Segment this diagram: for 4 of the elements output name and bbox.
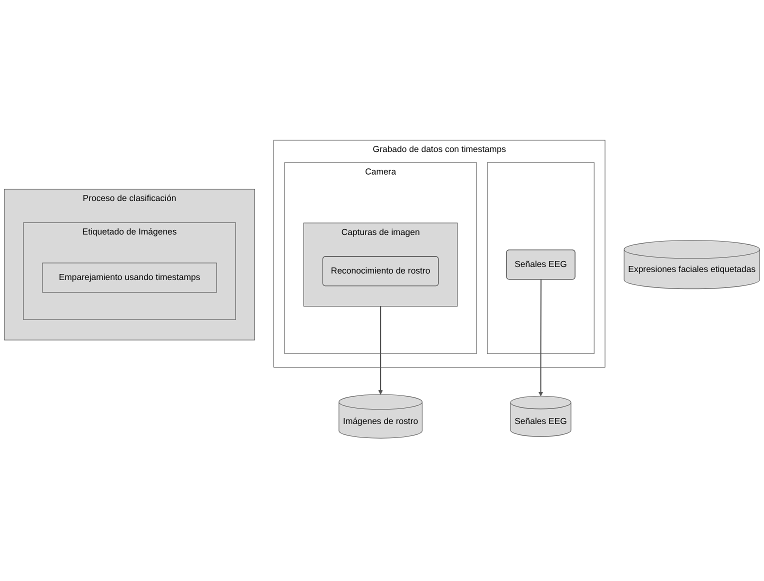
arrow [538,280,544,397]
arrow [378,306,383,395]
cluster [487,162,594,354]
node-box: Emparejamiento usando timestamps [42,262,217,293]
